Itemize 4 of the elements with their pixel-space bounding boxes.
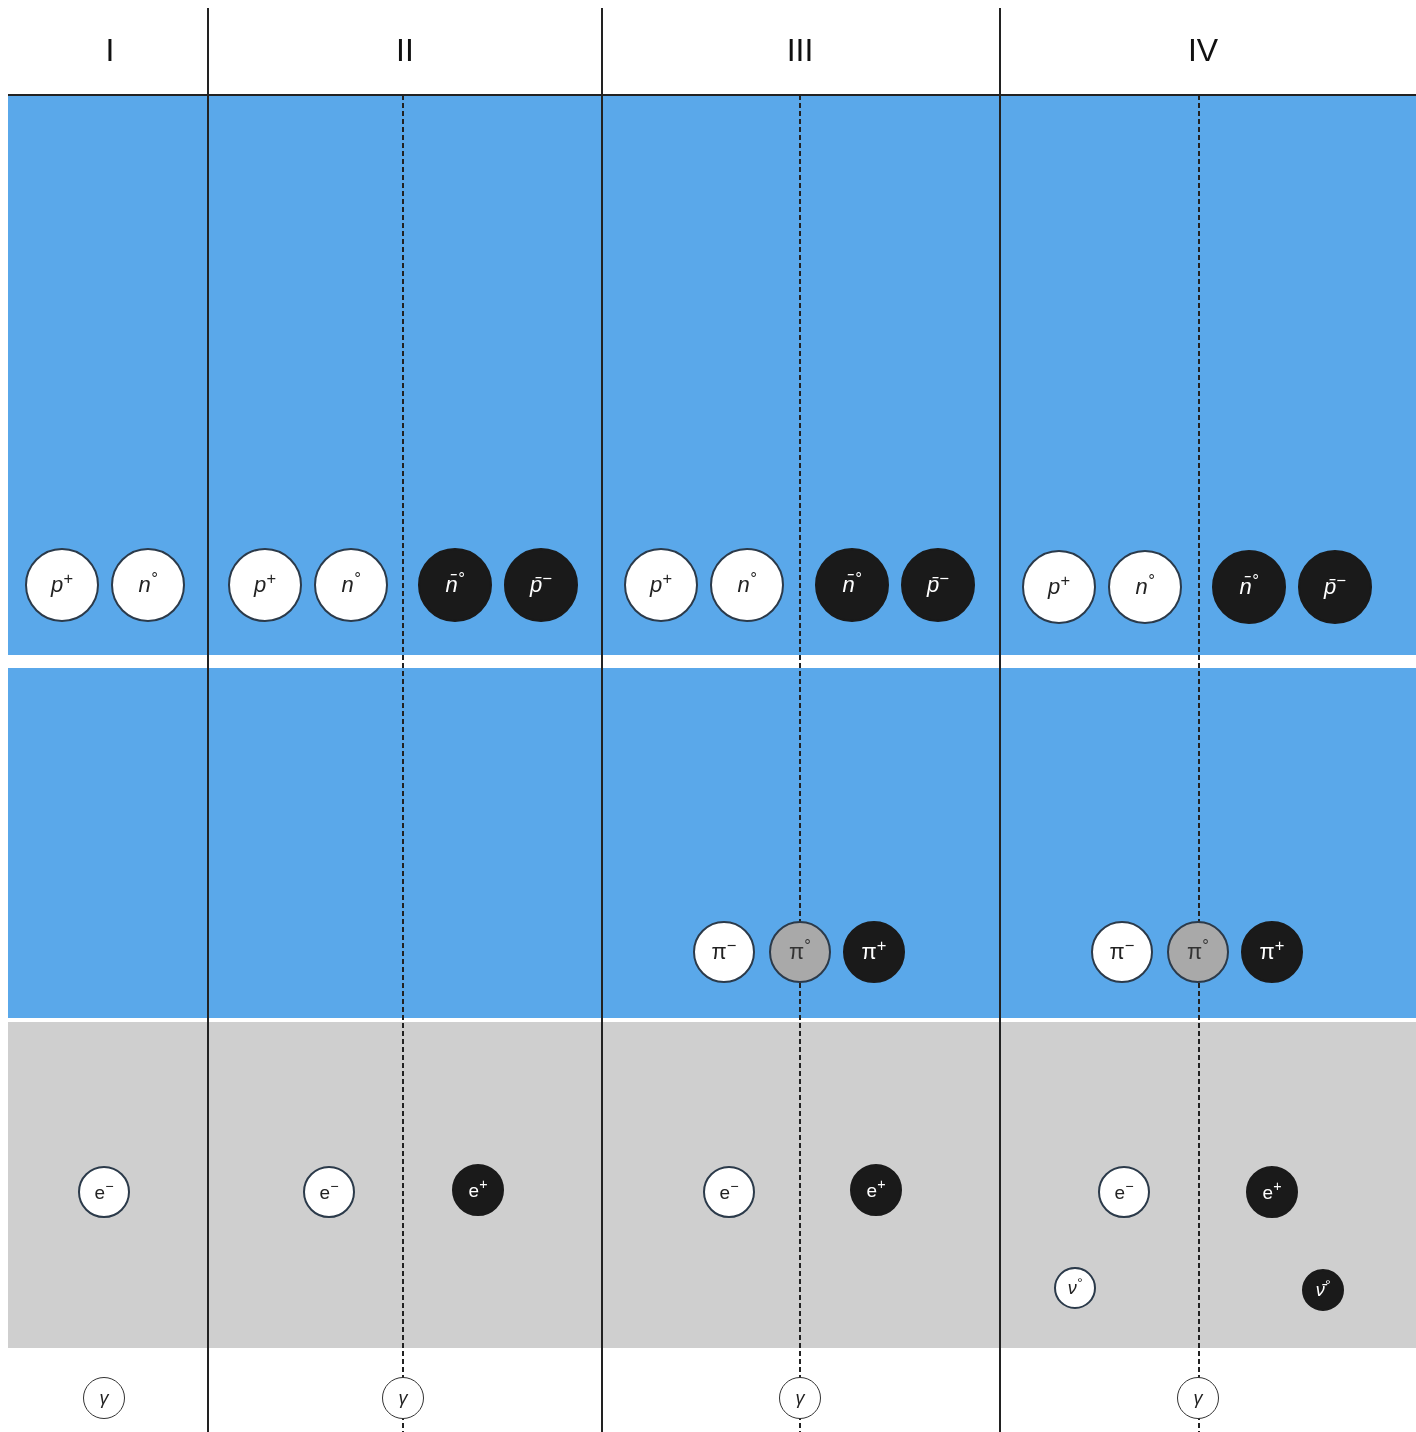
- column-heading: II: [396, 32, 414, 68]
- column-heading: III: [786, 32, 814, 68]
- column-heading: IV: [1187, 32, 1219, 68]
- column-heading: I: [105, 32, 115, 68]
